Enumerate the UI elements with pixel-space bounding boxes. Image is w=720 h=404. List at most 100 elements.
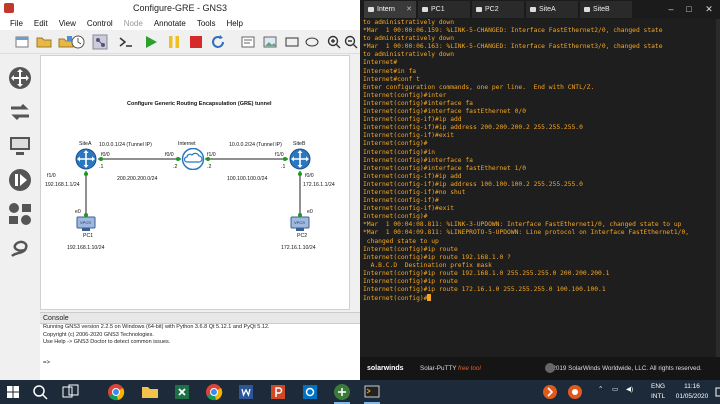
- people-icon[interactable]: [540, 382, 560, 402]
- router-siteb[interactable]: [289, 148, 311, 170]
- menu-view[interactable]: View: [58, 18, 76, 28]
- terminal-line: Internet(config-if)#ip address 100.100.1…: [363, 180, 583, 188]
- solar-putty-window: Intern ✕ PC1 PC2 SiteA SiteB – □ ✕ to ad…: [360, 0, 720, 380]
- menu-edit[interactable]: Edit: [33, 18, 48, 28]
- terminal-line: Internet(config)#ip route: [363, 245, 458, 253]
- putty-status-bar: solarwinds Solar-PuTTY free tool © 2019 …: [360, 357, 720, 380]
- free-tool-label: free tool: [458, 365, 481, 372]
- topology-canvas[interactable]: Configure Generic Routing Encapsulation …: [40, 55, 350, 310]
- pc-pc1[interactable]: [76, 216, 96, 232]
- terminal-output[interactable]: to administratively down*Mar 1 00:00:06.…: [360, 19, 716, 357]
- tab-sitea[interactable]: SiteA: [526, 1, 578, 18]
- canvas-vertical-scrollbar[interactable]: [350, 55, 360, 310]
- terminal-line: *Mar 1 00:04:08.811: %LINK-3-UPDOWN: Int…: [363, 221, 682, 229]
- internet-dot2-left-label: .2: [173, 164, 178, 170]
- tab-label: SiteB: [593, 6, 610, 13]
- copyright-text: © 2019 SolarWinds Worldwide, LLC. All ri…: [546, 365, 702, 372]
- terminal-scrollbar[interactable]: [716, 19, 720, 357]
- router-sitea[interactable]: [75, 148, 97, 170]
- system-clock[interactable]: 11:16 01/05/2020: [675, 382, 709, 402]
- minimize-icon[interactable]: –: [668, 4, 674, 14]
- terminal-icon: [530, 7, 536, 12]
- add-link-icon[interactable]: [7, 235, 33, 261]
- link-status-dot: [99, 157, 103, 161]
- language-indicator[interactable]: ENG INTL: [651, 382, 665, 402]
- menu-annotate[interactable]: Annotate: [153, 18, 186, 28]
- word-icon[interactable]: [236, 382, 256, 402]
- terminal-line: *Mar 1 00:04:09.811: %LINEPROTO-5-UPDOWN…: [363, 229, 690, 237]
- browse-switches-icon[interactable]: [7, 99, 33, 125]
- browse-end-devices-icon[interactable]: [7, 133, 33, 159]
- network-left-label: 200.200.200.0/24: [117, 176, 158, 182]
- zoom-in-icon[interactable]: [326, 34, 342, 50]
- tab-label: PC2: [485, 6, 499, 13]
- router-icon: [75, 148, 97, 170]
- start-all-icon[interactable]: [143, 34, 159, 50]
- reload-all-icon[interactable]: [210, 34, 226, 50]
- terminal-line: Internet(config)#: [363, 294, 716, 303]
- gns3-titlebar: Configure-GRE - GNS3: [0, 0, 360, 16]
- gns3-taskbar-icon[interactable]: [332, 382, 352, 404]
- search-icon[interactable]: [30, 382, 50, 402]
- suspend-all-icon[interactable]: [166, 34, 182, 50]
- sitea-f00-label: f0/0: [101, 152, 110, 158]
- draw-rectangle-icon[interactable]: [284, 34, 300, 50]
- open-folder-icon[interactable]: [36, 34, 52, 50]
- clock-date: 01/05/2020: [675, 393, 709, 400]
- task-view-icon[interactable]: [60, 382, 80, 402]
- network-icon[interactable]: ▭: [612, 386, 619, 393]
- tab-internet[interactable]: Intern ✕: [364, 1, 416, 18]
- console-prompt[interactable]: =>: [43, 359, 51, 366]
- browse-security-devices-icon[interactable]: [7, 167, 33, 193]
- menu-control[interactable]: Control: [86, 18, 113, 28]
- stop-all-icon[interactable]: [188, 34, 204, 50]
- link-status-dot: [283, 157, 287, 161]
- links-layer: [84, 157, 302, 218]
- cloud-internet[interactable]: [181, 148, 205, 170]
- tab-pc1[interactable]: PC1: [418, 1, 470, 18]
- file-explorer-icon[interactable]: [140, 382, 160, 402]
- settings-icon[interactable]: [545, 363, 555, 373]
- pc-pc2[interactable]: [290, 216, 310, 232]
- solarwinds-logo: solarwinds: [367, 365, 404, 372]
- chrome-alt-icon[interactable]: [204, 382, 224, 402]
- snapshot-icon[interactable]: [70, 34, 86, 50]
- notifications-icon[interactable]: [710, 382, 720, 402]
- show-interface-labels-icon[interactable]: [92, 34, 108, 50]
- outlook-icon[interactable]: [300, 382, 320, 402]
- add-note-icon[interactable]: [240, 34, 256, 50]
- sw-tray-icon[interactable]: [565, 382, 585, 402]
- zoom-out-icon[interactable]: [343, 34, 359, 50]
- close-tab-icon[interactable]: ✕: [406, 6, 412, 13]
- lang-top: ENG: [651, 383, 666, 390]
- draw-ellipse-icon[interactable]: [304, 34, 320, 50]
- link-status-dot: [298, 213, 302, 217]
- terminal-line: Internet(config)#ip route: [363, 278, 458, 285]
- product-name: Solar-PuTTY free tool: [420, 365, 481, 372]
- browse-routers-icon[interactable]: [7, 65, 33, 91]
- close-window-icon[interactable]: ✕: [705, 4, 713, 14]
- chrome-icon[interactable]: [106, 382, 126, 402]
- tray-chevron-icon[interactable]: ⌃: [598, 386, 604, 393]
- tab-siteb[interactable]: SiteB: [580, 1, 632, 18]
- volume-icon[interactable]: ◀): [626, 386, 634, 393]
- terminal-line: Internet(config-if)#: [363, 197, 439, 205]
- menu-file[interactable]: File: [10, 18, 23, 28]
- menu-help[interactable]: Help: [226, 18, 243, 28]
- menu-tools[interactable]: Tools: [196, 18, 216, 28]
- start-menu-icon[interactable]: [3, 382, 23, 402]
- insert-picture-icon[interactable]: [262, 34, 278, 50]
- powerpoint-icon[interactable]: [268, 382, 288, 402]
- node-label-siteb: SiteB: [293, 141, 306, 147]
- tab-pc2[interactable]: PC2: [472, 1, 524, 18]
- terminal-line: Internet(config-if)#ip add: [363, 116, 462, 124]
- device-type-bar: [0, 55, 40, 310]
- browse-all-devices-icon[interactable]: [7, 201, 33, 227]
- excel-icon[interactable]: [172, 382, 192, 402]
- terminal-line: changed state to up: [363, 237, 439, 245]
- new-project-icon[interactable]: [14, 34, 30, 50]
- maximize-icon[interactable]: □: [686, 4, 692, 14]
- putty-taskbar-icon[interactable]: [362, 382, 382, 404]
- console-all-icon[interactable]: [118, 34, 134, 50]
- menu-node: Node: [123, 18, 143, 28]
